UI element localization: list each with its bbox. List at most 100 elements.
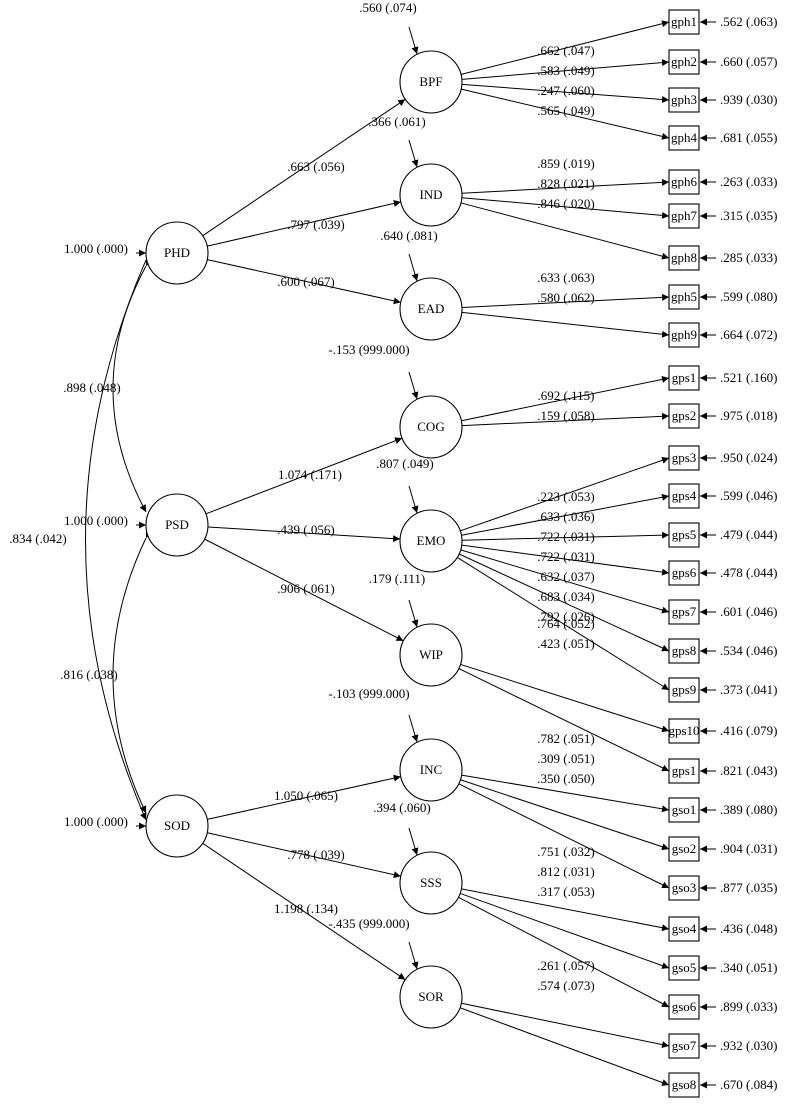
indicator-gps1-box [668, 365, 700, 391]
loading-label: .778 (.039) [287, 847, 344, 862]
indicator-gps8-box [668, 638, 700, 664]
residual-label: .179 (.111) [369, 571, 425, 586]
loading-path [460, 549, 670, 614]
loading-path [458, 783, 670, 889]
second-order-factor-sod [145, 794, 209, 858]
structural-path [205, 437, 403, 515]
indicator-loading-label: .782 (.051) [537, 731, 594, 746]
indicator-loading-label: .633 (.036) [537, 509, 594, 524]
indicator-gph8-box [668, 245, 700, 271]
factor-name: EMO [417, 533, 446, 548]
first-order-factor-emo [399, 509, 463, 573]
indicator-gph7-box [668, 203, 700, 229]
residual-label: -.103 (999.000) [328, 686, 409, 701]
indicator-gph1-box [668, 9, 700, 35]
indicator-gph6-box [668, 169, 700, 195]
residual-arrow [408, 26, 419, 55]
error-label: .950 (.024) [720, 450, 777, 465]
first-order-factor-cog [399, 395, 463, 459]
error-label: .373 (.041) [720, 682, 777, 697]
error-label: .285 (.033) [720, 250, 777, 265]
factor-name: WIP [419, 647, 443, 662]
indicator-name: gps8 [672, 643, 697, 658]
structural-path [207, 200, 401, 247]
error-label: .670 (.084) [720, 1077, 777, 1092]
nodes-layer [145, 9, 700, 1098]
indicator-loading-label: .223 (.053) [537, 489, 594, 504]
loading-path [461, 774, 670, 813]
indicator-name: gps1 [672, 763, 697, 778]
indicator-gps9-box [668, 677, 700, 703]
error-label: .534 (.046) [720, 643, 777, 658]
indicator-loading-label: .565 (.049) [537, 103, 594, 118]
loading-path [460, 663, 670, 733]
indicator-gso4-box [668, 916, 700, 942]
loading-label: .663 (.056) [287, 159, 344, 174]
indicator-name: gph6 [671, 174, 698, 189]
structural-path [207, 526, 401, 543]
indicator-name: gph1 [671, 14, 697, 29]
residual-label: .640 (.081) [380, 228, 437, 243]
loading-path [460, 457, 670, 532]
indicator-gph3-box [668, 87, 700, 113]
error-label: .939 (.030) [720, 92, 777, 107]
residual-arrow [408, 827, 419, 856]
residual-label: .366 (.061) [368, 114, 425, 129]
indicator-gps2-box [668, 403, 700, 429]
first-order-factor-sor [399, 965, 463, 1029]
indicator-name: gps2 [672, 408, 697, 423]
indicator-gph5-box [668, 284, 700, 310]
first-order-factor-sss [399, 851, 463, 915]
indicator-loading-label: .722 (.031) [537, 529, 594, 544]
loading-label: .600 (.067) [277, 274, 334, 289]
indicator-name: gps6 [672, 565, 697, 580]
indicator-name: gph9 [671, 327, 697, 342]
indicator-loading-label: .751 (.032) [537, 844, 594, 859]
loading-path [461, 88, 670, 140]
indicator-loading-label: .662 (.047) [537, 43, 594, 58]
variance-label: 1.000 (.000) [64, 241, 128, 256]
loading-label: 1.074 (.171) [278, 467, 342, 482]
indicator-loading-label: .159 (.058) [537, 408, 594, 423]
indicator-gso1-box [668, 797, 700, 823]
structural-path [207, 259, 401, 305]
indicator-loading-label: .722 (.031) [537, 549, 594, 564]
factor-name: SOD [164, 818, 190, 833]
error-label: .932 (.030) [720, 1038, 777, 1053]
factor-name: COG [417, 419, 444, 434]
loading-label: .906 (.061) [277, 581, 334, 596]
loading-path [460, 892, 670, 969]
loading-path [461, 1002, 670, 1049]
loading-label: .439 (.056) [277, 522, 334, 537]
indicator-name: gps10 [668, 723, 699, 738]
paths-layer [85, 18, 716, 1089]
correlation-label: .834 (.042) [9, 531, 66, 546]
residual-arrow [408, 253, 419, 282]
indicator-loading-label: .632 (.037) [537, 569, 594, 584]
error-label: .340 (.051) [720, 960, 777, 975]
indicator-loading-label: .828 (.021) [537, 176, 594, 191]
labels-layer: .898 (.048).816 (.038).834 (.042)PHD1.00… [9, 0, 777, 1092]
indicator-name: gso2 [672, 841, 697, 856]
indicator-gph2-box [668, 49, 700, 75]
error-label: .436 (.048) [720, 921, 777, 936]
indicator-loading-label: .692 (.115) [538, 388, 595, 403]
indicator-gps6-box [668, 560, 700, 586]
indicator-gps5-box [668, 522, 700, 548]
indicator-name: gps4 [672, 488, 697, 503]
indicator-name: gso6 [672, 999, 697, 1014]
indicator-name: gps3 [672, 450, 697, 465]
second-order-factor-phd [145, 221, 209, 285]
loading-path [461, 888, 670, 932]
indicator-loading-label: .859 (.019) [537, 156, 594, 171]
error-label: .660 (.057) [720, 54, 777, 69]
indicator-name: gso5 [672, 960, 697, 975]
error-label: .877 (.035) [720, 880, 777, 895]
indicator-gps7-box [668, 599, 700, 625]
residual-arrow [408, 371, 419, 400]
loading-path [461, 311, 670, 338]
residual-arrow [408, 941, 419, 970]
error-label: .664 (.072) [720, 327, 777, 342]
indicator-gps10-box [668, 718, 700, 744]
indicator-name: gso3 [672, 880, 697, 895]
